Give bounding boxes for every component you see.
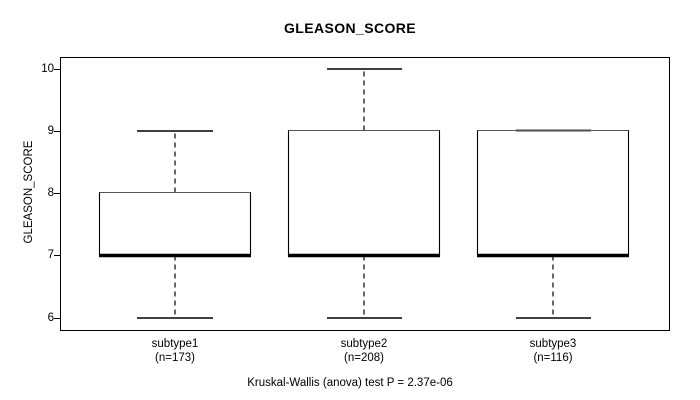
x-tick-count-subtype3: (n=116) [533, 352, 573, 364]
x-tick-count-subtype2: (n=208) [344, 352, 384, 364]
y-tick-label-10: 10 [41, 63, 54, 75]
box-subtype3 [477, 130, 629, 256]
y-tick-label-6: 6 [47, 312, 54, 324]
y-tick-label-7: 7 [47, 249, 54, 261]
chart-subtitle: Kruskal-Wallis (anova) test P = 2.37e-06 [247, 377, 453, 389]
x-tick-name-subtype2: subtype2 [340, 338, 388, 350]
box-subtype2 [288, 130, 440, 256]
box-group-subtype3 [476, 129, 630, 319]
y-tick-label-8: 8 [47, 187, 54, 199]
plot-frame [60, 57, 670, 331]
y-axis-ticks [54, 69, 60, 319]
box-group-subtype1 [98, 130, 252, 319]
chart-title: GLEASON_SCORE [284, 20, 416, 36]
y-tick-label-9: 9 [47, 125, 54, 137]
box-group-subtype2 [287, 68, 441, 319]
x-tick-name-subtype1: subtype1 [151, 338, 199, 350]
x-tick-label-subtype3: subtype3 (n=116) [473, 337, 633, 365]
x-tick-count-subtype1: (n=173) [155, 352, 195, 364]
x-tick-label-subtype1: subtype1 (n=173) [95, 337, 255, 365]
box-subtype1 [99, 192, 251, 256]
x-tick-name-subtype3: subtype3 [529, 338, 577, 350]
x-tick-label-subtype2: subtype2 (n=208) [284, 337, 444, 365]
